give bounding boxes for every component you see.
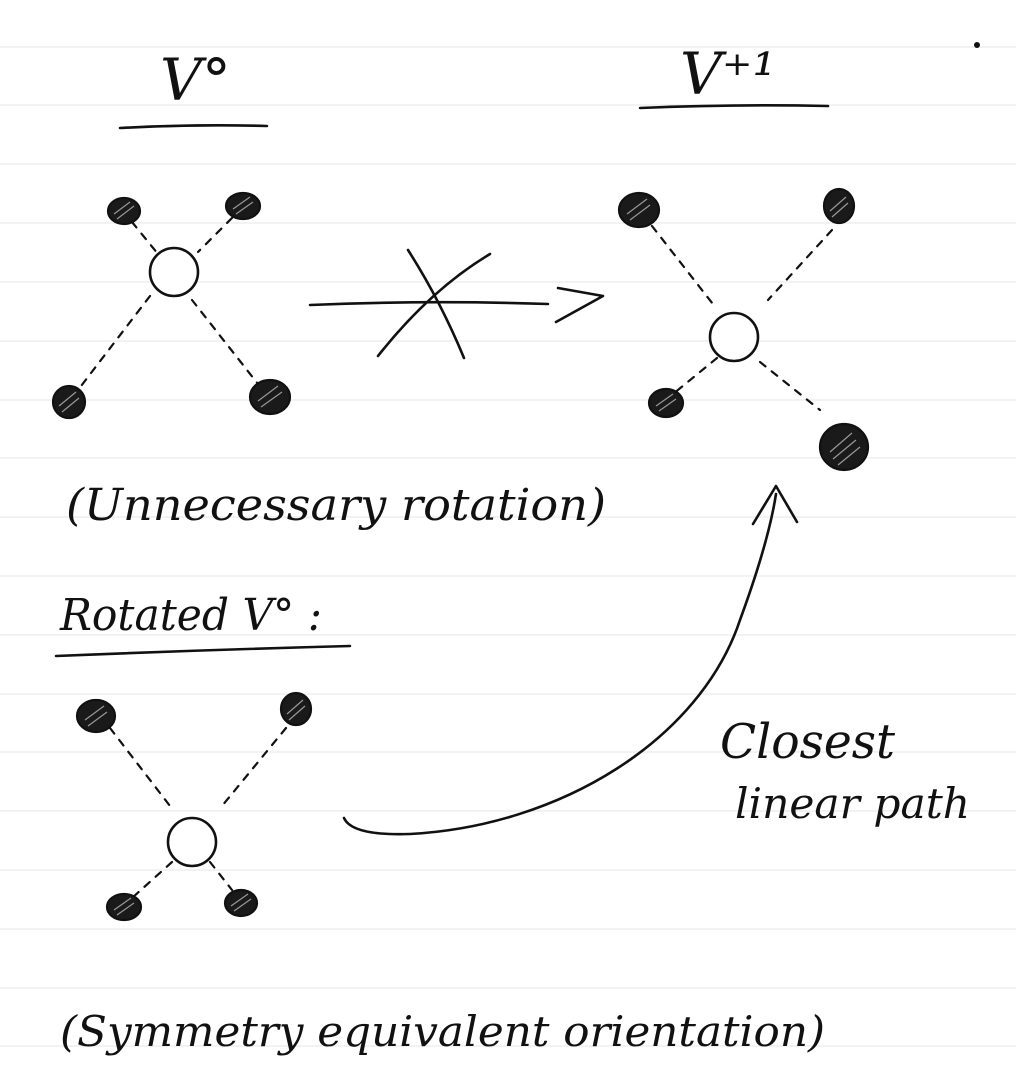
atom-icon (617, 191, 661, 229)
ruled-lines (0, 46, 1016, 1047)
v0-heading: V° (160, 46, 231, 114)
atom-icon (279, 691, 313, 727)
atom-icon (248, 378, 292, 416)
v0-cluster (51, 191, 292, 420)
atom-icon (822, 187, 856, 225)
atom-icon (105, 892, 143, 922)
curved-path-arrow-icon (342, 484, 799, 836)
atom-icon (818, 422, 870, 472)
v1-heading: V⁺¹ (680, 40, 776, 108)
vacancy-icon (166, 816, 218, 868)
v1-underline (638, 104, 830, 110)
atom-icon (647, 387, 685, 419)
vacancy-icon (708, 311, 760, 363)
closest-path-label-line1: Closest (720, 714, 896, 770)
stray-dot (974, 42, 980, 48)
unnecessary-rotation-label: (Unnecessary rotation) (66, 480, 606, 531)
closest-path-label-line2: linear path (735, 779, 970, 828)
atom-icon (51, 384, 87, 420)
vacancy-icon (148, 246, 200, 298)
atom-icon (224, 191, 262, 221)
rotated-v0-heading: Rotated V° : (59, 590, 322, 641)
rotated-underline (54, 644, 352, 658)
atom-icon (106, 196, 142, 226)
atom-icon (75, 698, 117, 734)
atom-icon (223, 888, 259, 918)
rotated-v0-cluster (75, 691, 313, 922)
v1-cluster (617, 187, 870, 472)
forbidden-arrow-icon (308, 248, 605, 360)
symmetry-equivalent-label: (Symmetry equivalent orientation) (60, 1007, 825, 1056)
v0-underline (118, 124, 269, 130)
